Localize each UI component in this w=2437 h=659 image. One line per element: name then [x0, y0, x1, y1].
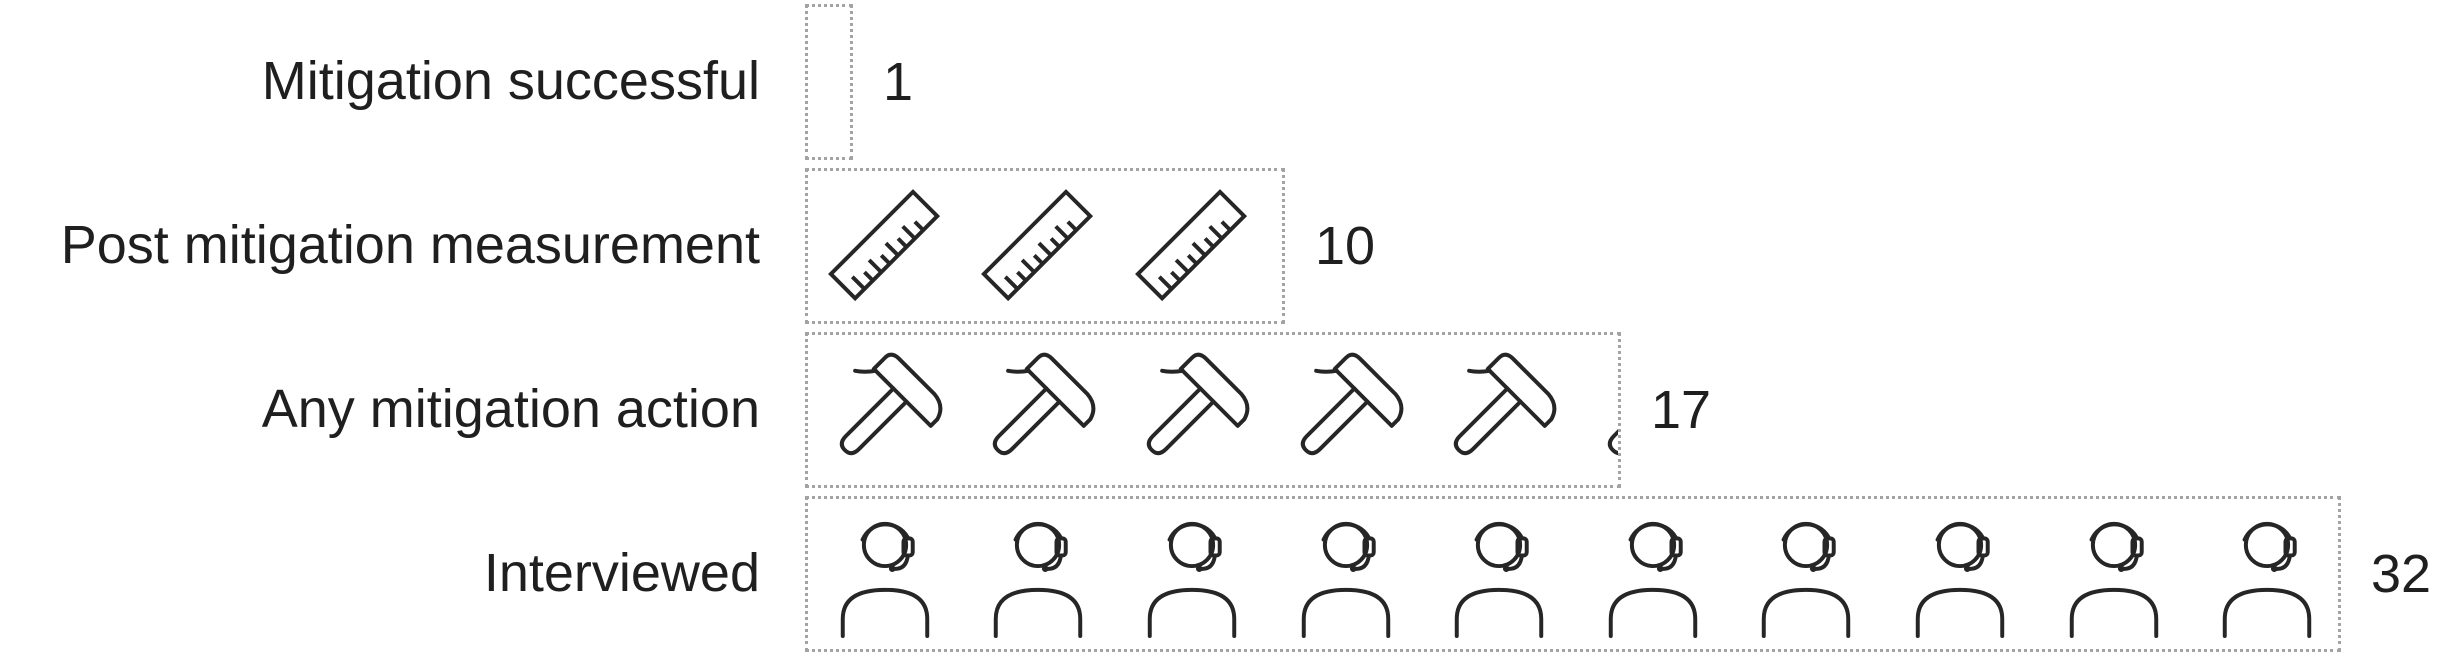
ruler-icon [1115, 171, 1269, 321]
person-headset-icon [1115, 499, 1269, 649]
category-label: Interviewed [483, 543, 760, 604]
ruler-icon [808, 171, 962, 321]
category-label: Post mitigation measurement [60, 215, 760, 276]
category-label: Mitigation successful [261, 51, 760, 112]
chart-row: Mitigation successful 1 [0, 4, 2437, 160]
category-label: Any mitigation action [261, 379, 760, 440]
pictogram-box [805, 332, 1621, 488]
person-headset-icon [808, 499, 962, 649]
value-label: 32 [2371, 544, 2432, 604]
person-headset-icon [1730, 499, 1884, 649]
hammer-icon [1422, 335, 1576, 485]
person-headset-icon [962, 499, 1116, 649]
hammer-icon [1115, 335, 1269, 485]
pictogram-box [805, 496, 2341, 652]
pictogram-box [805, 4, 853, 160]
ruler-icon [1269, 171, 1282, 321]
chart-row: Any mitigation action 17 [0, 332, 2437, 488]
person-headset-icon [1883, 499, 2037, 649]
hammer-icon [1269, 335, 1423, 485]
value-label: 10 [1315, 216, 1376, 276]
hammer-icon [808, 335, 962, 485]
person-headset-icon [2190, 499, 2341, 649]
hammer-icon [962, 335, 1116, 485]
value-label: 1 [883, 52, 914, 112]
person-headset-icon [2037, 499, 2191, 649]
person-headset-icon [1576, 499, 1730, 649]
value-label: 17 [1651, 380, 1712, 440]
ruler-icon [962, 171, 1116, 321]
person-headset-icon [1269, 499, 1423, 649]
person-headset-icon [1422, 499, 1576, 649]
chart-row: Interviewed 32 [0, 496, 2437, 652]
hammer-icon [1576, 335, 1621, 485]
chart-row: Post mitigation measurement 10 [0, 168, 2437, 324]
pictogram-box [805, 168, 1285, 324]
